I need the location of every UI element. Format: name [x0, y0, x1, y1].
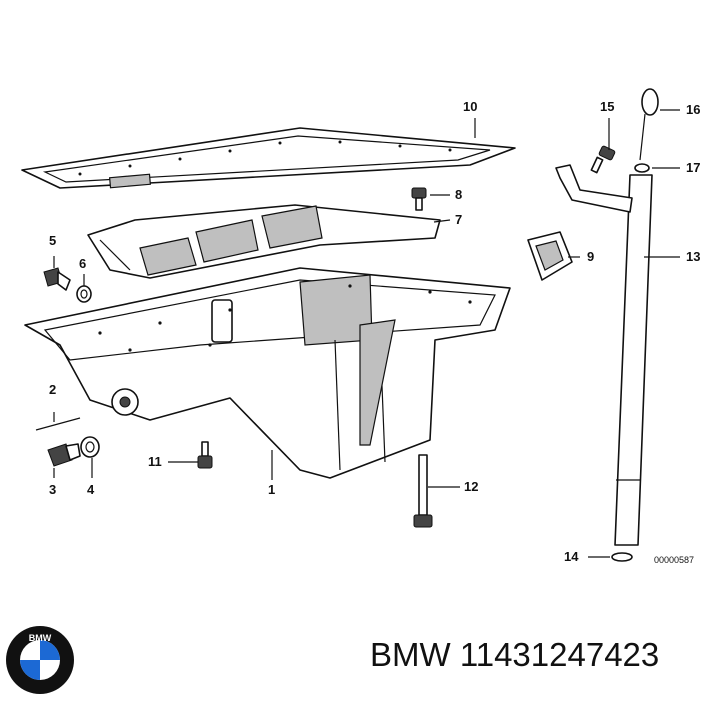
callout-16: 16	[686, 102, 700, 117]
bmw-logo: BMW	[6, 626, 74, 694]
part-washer-4	[80, 436, 100, 458]
part-drain-plug-3	[47, 443, 81, 467]
part-bolt-11	[197, 441, 213, 469]
drawing-reference: 00000587	[654, 555, 694, 565]
leader-lines	[53, 109, 680, 558]
callout-17: 17	[686, 160, 700, 175]
part-oil-pan-1	[24, 267, 511, 479]
part-bolt-15	[590, 145, 616, 174]
callout-9: 9	[587, 249, 594, 264]
callout-12: 12	[464, 479, 478, 494]
part-baffle-7	[87, 204, 441, 279]
callout-1: 1	[268, 482, 275, 497]
callout-6: 6	[79, 256, 86, 271]
part-bolt-8	[411, 187, 427, 211]
callout-5: 5	[49, 233, 56, 248]
part-plug-5	[43, 267, 71, 291]
part-seal-9	[527, 231, 573, 281]
callout-7: 7	[455, 212, 462, 227]
bmw-logo-text: BMW	[29, 633, 52, 643]
callout-15: 15	[600, 99, 614, 114]
part-bracket	[555, 164, 633, 213]
callout-2: 2	[49, 382, 56, 397]
part-seal-17	[634, 163, 650, 173]
callout-4: 4	[87, 482, 95, 497]
part-stud-2	[35, 417, 81, 431]
part-o-ring-14	[611, 552, 633, 562]
callout-14: 14	[564, 549, 579, 564]
part-dipstick-handle-16	[639, 88, 659, 161]
callout-13: 13	[686, 249, 700, 264]
part-gasket-10	[21, 127, 516, 189]
part-bolt-12	[413, 454, 433, 528]
callout-3: 3	[49, 482, 56, 497]
callout-10: 10	[463, 99, 477, 114]
callout-11: 11	[148, 454, 162, 469]
part-number-caption: BMW 11431247423	[370, 636, 660, 673]
part-dipstick-tube-13	[614, 174, 653, 546]
part-washer-6	[76, 285, 92, 303]
callout-8: 8	[455, 187, 462, 202]
